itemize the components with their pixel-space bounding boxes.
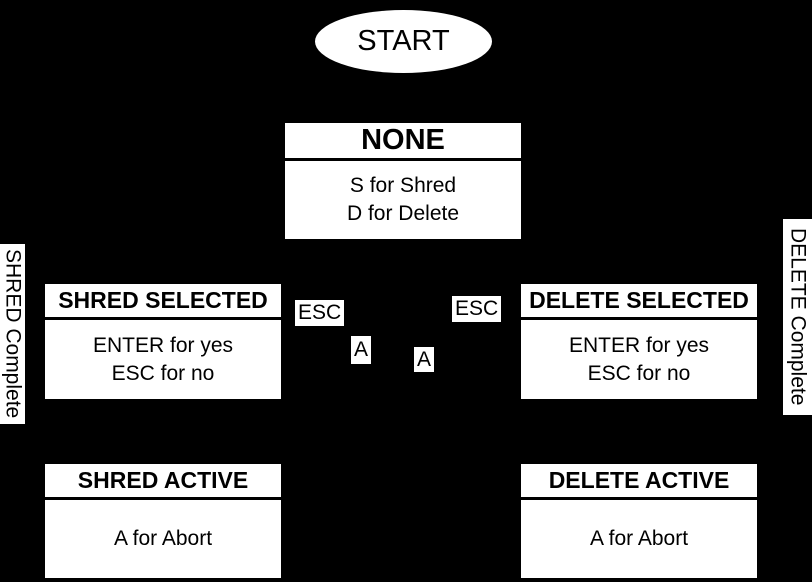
state-node-start-label: START (357, 25, 450, 57)
state-node-shred-selected-line-2: ESC for no (111, 361, 215, 385)
state-node-shred-selected: SHRED SELECTED ENTER for yes ESC for no (45, 284, 281, 399)
state-node-shred-selected-title: SHRED SELECTED (45, 284, 281, 320)
state-node-none: NONE S for Shred D for Delete (285, 123, 521, 239)
state-node-shred-selected-body: ENTER for yes ESC for no (45, 320, 281, 399)
state-node-shred-active-title: SHRED ACTIVE (45, 464, 281, 500)
edge-label-abort-left: A (351, 336, 372, 364)
edge-label-esc-left: ESC (295, 300, 345, 326)
edge-label-shred-complete: SHRED Complete (0, 244, 25, 424)
edge-label-delete-complete: DELETE Complete (783, 219, 812, 415)
state-node-delete-selected-line-1: ENTER for yes (568, 333, 710, 357)
state-node-start: START (315, 10, 492, 73)
edge-label-abort-right: A (414, 347, 435, 372)
state-node-delete-active-line-1: A for Abort (589, 527, 689, 550)
state-node-shred-active-body: A for Abort (45, 500, 281, 578)
state-node-none-body: S for Shred D for Delete (285, 161, 521, 239)
state-node-shred-active-line-1: A for Abort (113, 527, 213, 550)
state-node-delete-selected-title: DELETE SELECTED (521, 284, 757, 320)
state-node-delete-selected-body: ENTER for yes ESC for no (521, 320, 757, 399)
state-node-delete-active-body: A for Abort (521, 500, 757, 578)
state-node-delete-active: DELETE ACTIVE A for Abort (521, 464, 757, 578)
edge-label-esc-right: ESC (452, 296, 502, 322)
state-node-none-line-2: D for Delete (346, 202, 460, 225)
state-node-none-title: NONE (285, 123, 521, 161)
state-node-delete-selected-line-2: ESC for no (587, 361, 691, 385)
state-node-delete-selected: DELETE SELECTED ENTER for yes ESC for no (521, 284, 757, 399)
state-node-delete-active-title: DELETE ACTIVE (521, 464, 757, 500)
state-node-shred-selected-line-1: ENTER for yes (92, 333, 234, 357)
state-node-shred-active: SHRED ACTIVE A for Abort (45, 464, 281, 578)
state-node-none-line-1: S for Shred (349, 174, 457, 197)
